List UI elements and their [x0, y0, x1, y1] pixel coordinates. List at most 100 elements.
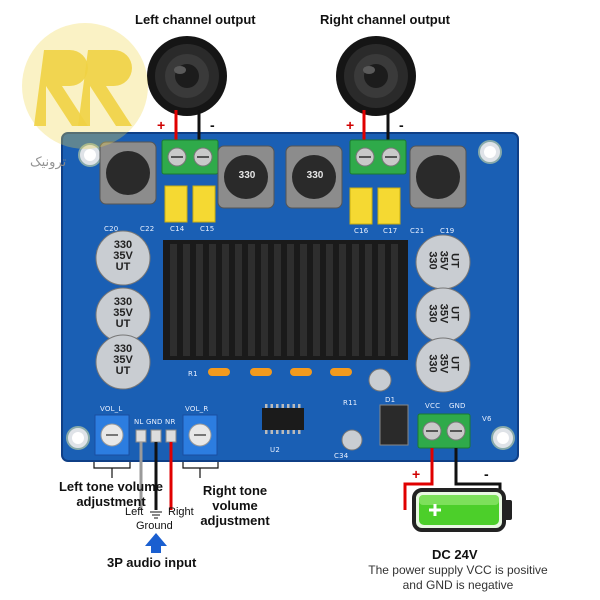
heatsink-fin	[300, 244, 307, 356]
film-cap-c17	[377, 187, 401, 225]
potentiometer-right	[182, 414, 218, 456]
cap-value: 330	[426, 251, 439, 270]
inductor-3	[285, 145, 343, 209]
cap-left-1	[95, 230, 151, 286]
audio-left-label: Left	[125, 506, 144, 518]
heatsink-fin	[209, 244, 216, 356]
silk-vcc: VCC	[425, 402, 441, 410]
heatsink-fin	[196, 244, 203, 356]
silk-gnd: GND	[449, 402, 466, 410]
audio-right-label: Right	[168, 506, 194, 518]
bracket-right-tone	[182, 462, 219, 469]
ic-pin	[270, 430, 273, 434]
ic-pin	[265, 404, 268, 408]
heatsink-fin	[378, 244, 385, 356]
silk-c19: C19	[440, 227, 455, 235]
heatsink-fin	[261, 244, 268, 356]
audio-ground-label: Ground	[136, 520, 173, 532]
left-plus-sign: +	[157, 117, 166, 133]
speaker-icon-left	[147, 36, 227, 116]
ic-pin	[281, 404, 284, 408]
svg-text:ترونيک: ترونيک	[30, 155, 67, 170]
heatsink-fin	[274, 244, 281, 356]
cap-left-2-text: 330 35V UT	[106, 297, 140, 330]
ic-pin	[276, 404, 279, 408]
silk-c17: C17	[383, 227, 398, 235]
cap-value: 330	[426, 354, 439, 373]
silk-d1: D1	[385, 396, 396, 404]
film-cap-c14	[164, 185, 188, 223]
left-channel-label: Left channel output	[135, 12, 256, 27]
dc-note-line2: and GND is negative	[402, 578, 514, 592]
logo-watermark: ترونيک	[22, 23, 148, 170]
battery-icon	[412, 488, 512, 532]
silk-c16: C16	[354, 227, 369, 235]
cap-brand: UT	[115, 318, 131, 330]
silk-u2: U2	[270, 446, 280, 454]
cap-brand: UT	[115, 261, 131, 273]
silk-c34: C34	[334, 452, 349, 460]
right-tone-line1: Right tone volume	[202, 483, 268, 513]
cap-brand: UT	[115, 365, 131, 377]
right-channel-label: Right channel output	[320, 12, 450, 27]
film-cap-c16	[349, 187, 373, 225]
inductor-code-2: 330	[238, 170, 256, 181]
cap-right-3	[415, 337, 471, 393]
heatsink-fin	[365, 244, 372, 356]
inductor-1	[99, 141, 157, 205]
heatsink-fin	[170, 244, 177, 356]
silk-vol-r: VOL_R	[185, 405, 209, 413]
cap-voltage: 35V	[437, 250, 450, 271]
film-cap-c15	[192, 185, 216, 223]
right-plus-sign: +	[346, 117, 355, 133]
heatsink-fin	[326, 244, 333, 356]
heatsink-fin	[352, 244, 359, 356]
ic-pin	[287, 404, 290, 408]
cap-voltage: 35V	[437, 303, 450, 324]
silk-nl-gnd-nr: NL GND NR	[134, 418, 176, 426]
cap-value: 330	[113, 343, 133, 355]
heatsink-fin	[183, 244, 190, 356]
ic-pin	[265, 430, 268, 434]
cap-brand: UT	[448, 356, 461, 371]
terminal-left-output	[161, 139, 219, 175]
heatsink-fin	[313, 244, 320, 356]
cap-brand: UT	[448, 253, 461, 268]
cap-right-1-text: UT 35V 330	[426, 244, 461, 278]
heatsink-fin	[248, 244, 255, 356]
ground-icon	[150, 511, 162, 519]
silk-c22: C22	[140, 225, 155, 233]
heatsink	[163, 240, 408, 360]
left-tone-line1: Left tone volume	[58, 479, 163, 494]
left-tone-line2: adjustment	[76, 494, 146, 509]
ic-pin	[292, 430, 295, 434]
power-minus-sign: -	[484, 466, 489, 482]
up-arrow-icon	[145, 533, 167, 553]
cap-value: 330	[113, 239, 133, 251]
silk-vol-l: VOL_L	[100, 405, 123, 413]
silk-v6: V6	[482, 415, 492, 423]
inductor-2	[217, 145, 275, 209]
dc-note: The power supply VCC is positive and GND…	[358, 563, 558, 593]
ic-pin	[298, 430, 301, 434]
ic-pin	[298, 404, 301, 408]
bracket-left-tone	[93, 462, 131, 469]
potentiometer-left	[94, 414, 130, 456]
terminal-power	[417, 413, 471, 449]
cap-left-1-text: 330 35V UT	[106, 240, 140, 273]
cap-right-2-text: UT 35V 330	[427, 297, 461, 331]
silk-c21: C21	[410, 227, 425, 235]
dc-note-line1: The power supply VCC is positive	[368, 563, 548, 577]
audio-input-header	[135, 429, 177, 443]
terminal-right-output	[349, 139, 407, 175]
cap-value: 330	[113, 296, 133, 308]
right-minus-sign: -	[399, 117, 404, 133]
silk-c14: C14	[170, 225, 185, 233]
right-tone-line2: adjustment	[200, 513, 270, 528]
silk-r11: R11	[343, 399, 358, 407]
dc-voltage-label: DC 24V	[432, 547, 478, 562]
ic-u2	[262, 404, 304, 434]
speaker-icon-right	[336, 36, 416, 116]
ic-pin	[287, 430, 290, 434]
